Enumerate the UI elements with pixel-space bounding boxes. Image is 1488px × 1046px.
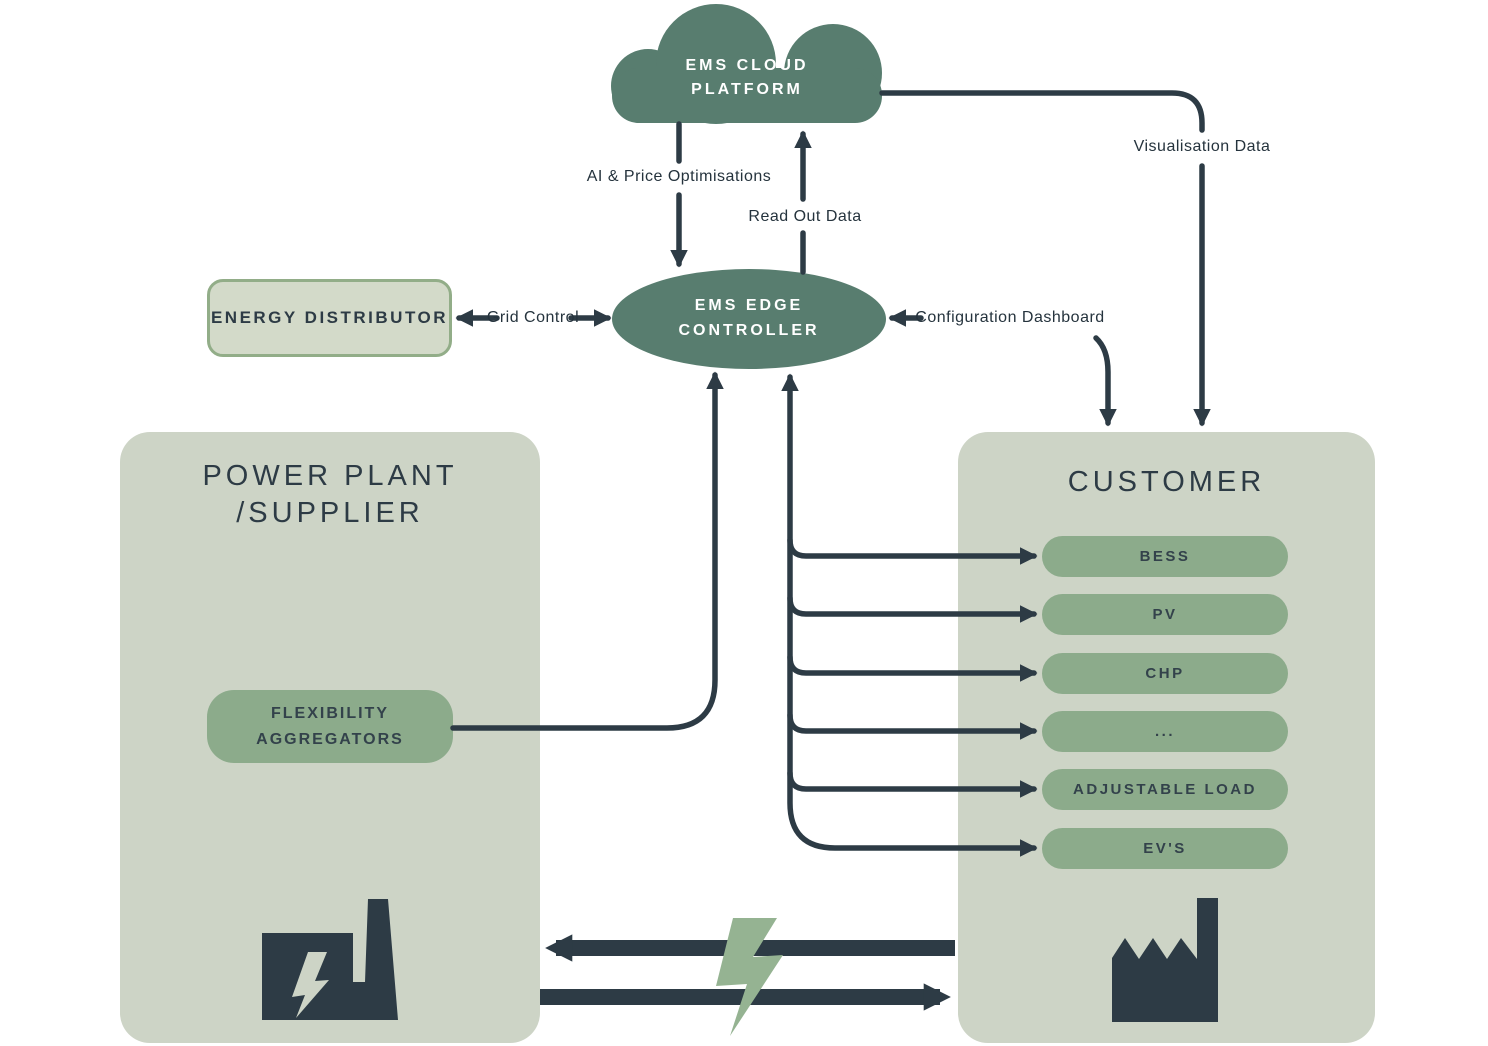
- lightning-bolt-icon: [716, 918, 783, 1036]
- edge-label-read-out: Read Out Data: [748, 208, 862, 225]
- power-plant-title: POWER PLANT /SUPPLIER: [202, 460, 458, 530]
- device-pill-evs: EV'S: [1042, 828, 1288, 869]
- device-pill-bess: BESS: [1042, 536, 1288, 577]
- edge-config-to-customer-arrow: [1093, 335, 1117, 427]
- device-pill-adjustable-load: ADJUSTABLE LOAD: [1042, 769, 1288, 810]
- edge-label-grid-control: Grid Control: [486, 309, 580, 326]
- ems-edge-controller-node: EMS EDGE CONTROLLER: [612, 269, 886, 369]
- customer-title: CUSTOMER: [1067, 466, 1266, 498]
- device-pill-chp: CHP: [1042, 653, 1288, 694]
- device-pill-pv: PV: [1042, 594, 1288, 635]
- edge-label-ai-price: AI & Price Optimisations: [586, 168, 772, 185]
- ems-cloud-node: EMS CLOUD PLATFORM: [685, 57, 809, 98]
- energy-distributor-node: ENERGY DISTRIBUTOR: [207, 279, 452, 357]
- device-pill-other: ...: [1042, 711, 1288, 752]
- edge-label-visualisation: Visualisation Data: [1133, 138, 1271, 155]
- edge-label-config-dashboard: Configuration Dashboard: [915, 309, 1105, 326]
- edge-visualisation-top: [879, 90, 1205, 133]
- flexibility-aggregators-node: FLEXIBILITY AGGREGATORS: [207, 690, 453, 763]
